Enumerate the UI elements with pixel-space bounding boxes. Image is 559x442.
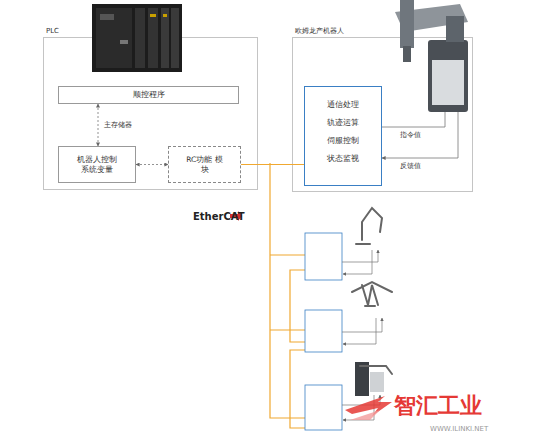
frame-heading: 欧姆龙产机器人: [295, 26, 344, 36]
rc-module-box: RC功能 模块: [168, 146, 241, 183]
servo-boxes: [305, 233, 342, 430]
watermark: WWW.ILINKI.NET: [430, 424, 488, 434]
ethercat-wiring: [270, 163, 305, 428]
signal-label: 指令值: [400, 130, 421, 140]
controller-box: 通信处理轨迹运算伺服控制状态监视: [304, 86, 382, 186]
data-arrow: [136, 164, 168, 165]
feedback-arrows: [342, 250, 382, 420]
edge-label: 主存储器: [104, 120, 132, 130]
box-label: 状态监视: [327, 154, 359, 164]
plc-hardware: [92, 4, 182, 72]
box-label: 轨迹运算: [327, 118, 359, 128]
scara-robot: [395, 0, 468, 112]
sequence-program-box: 顺控程序: [58, 86, 239, 104]
command-feedback-arrows: [381, 96, 458, 158]
frame-heading: PLC: [46, 26, 59, 36]
robot-variable-box: 机器人控制 系统变量: [58, 146, 136, 183]
robot-frame: 欧姆龙产机器人通信处理轨迹运算伺服控制状态监视: [292, 37, 473, 192]
watermark: 智汇工业: [394, 393, 482, 418]
plc-frame: PLC顺控程序机器人控制 系统变量RC功能 模块: [43, 37, 258, 190]
box-label: 顺控程序: [133, 90, 165, 100]
data-arrow: [98, 104, 99, 146]
box-label: 伺服控制: [327, 136, 359, 146]
signal-label: 反馈值: [400, 161, 421, 171]
box-label: 机器人控制 系统变量: [72, 155, 122, 175]
arm-robots: [352, 208, 392, 396]
bus-line: [241, 164, 304, 165]
watermark-logo: [345, 396, 392, 420]
box-label: 通信处理: [327, 100, 359, 110]
bus-label: EtherCAT: [193, 210, 245, 223]
box-label: RC功能 模块: [186, 155, 224, 175]
